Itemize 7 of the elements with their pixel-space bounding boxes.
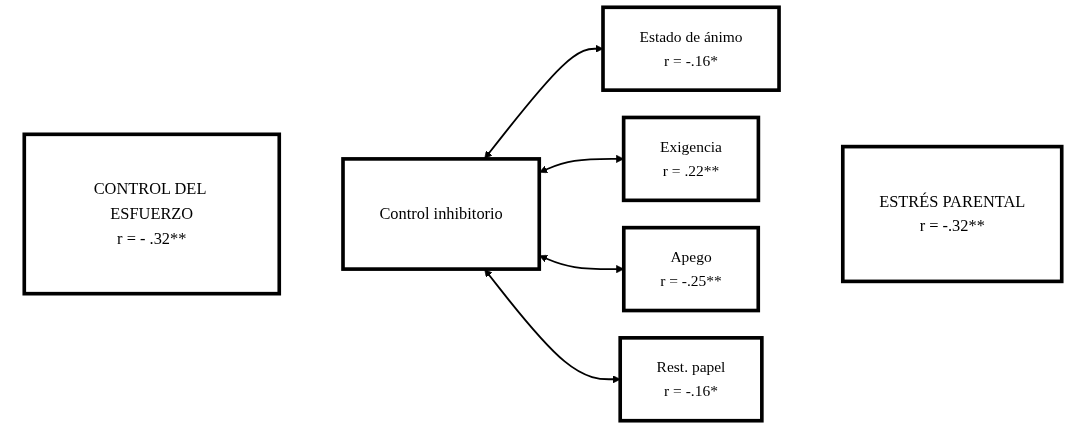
node-box: Exigencia r = .22**: [621, 115, 761, 203]
node-box: Estado de ánimo r = -.16*: [601, 5, 781, 92]
node-box: Apego r = -.25**: [621, 225, 761, 313]
node-box: CONTROL DEL ESFUERZO r = - .32**: [22, 132, 282, 296]
node-box: Control inhibitorio: [341, 157, 542, 271]
node-box: ESTRÉS PARENTAL r = -.32**: [840, 144, 1064, 284]
node-box: Rest. papel r = -.16*: [618, 336, 764, 423]
